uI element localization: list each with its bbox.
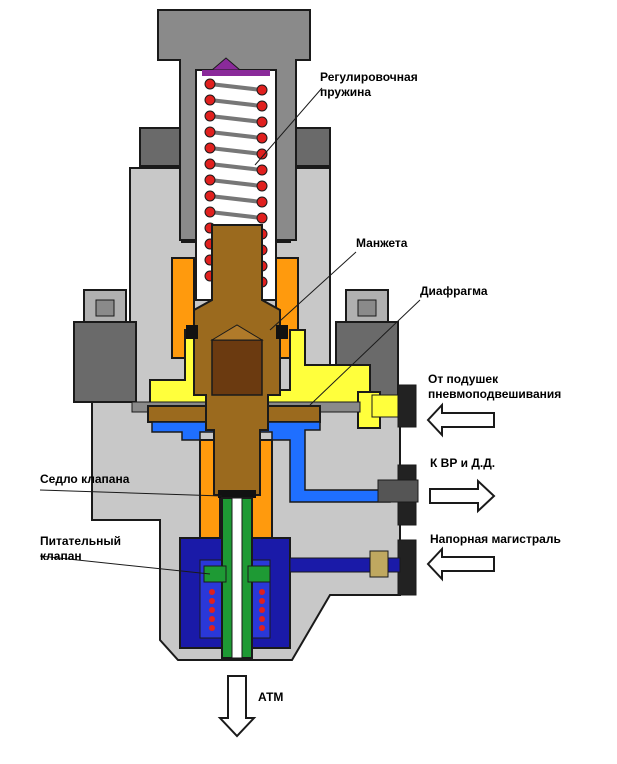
spring-coil-dot: [204, 158, 216, 170]
spring-coil: [209, 162, 263, 172]
feed-spring-dot: [209, 625, 215, 631]
spring-coil-dot: [256, 196, 268, 208]
arrows: [217, 402, 496, 738]
spring-coil: [209, 146, 263, 156]
spring-coil-dot: [204, 94, 216, 106]
arrow-atm: [217, 675, 257, 738]
label-to-vr: К ВР и Д.Д.: [430, 456, 496, 470]
spring-coil-dot: [256, 116, 268, 128]
spring-coil-dot: [256, 84, 268, 96]
arrow-in-cushions: [426, 402, 495, 438]
label-feed-valve: Питательный клапан: [40, 534, 121, 563]
feed-spring-dot: [209, 616, 215, 622]
spring-coil-dot: [204, 142, 216, 154]
feed-spring-dot: [259, 607, 265, 613]
port-fittings: [369, 394, 419, 578]
spring-coil-dot: [204, 126, 216, 138]
spring-coil-dot: [256, 164, 268, 176]
spring-coil: [209, 194, 263, 204]
label-pressure-line: Напорная магистраль: [430, 532, 561, 546]
spring-coil-dot: [256, 132, 268, 144]
label-cuff: Манжета: [356, 236, 408, 250]
arrow-in-pressure: [426, 546, 495, 582]
label-diaphragm: Диафрагма: [420, 284, 488, 298]
spring-coil-dot: [256, 212, 268, 224]
spring-coil-dot: [204, 110, 216, 122]
spring-coil-dot: [256, 148, 268, 160]
label-atm: АТМ: [258, 690, 284, 704]
valve-seat: [218, 490, 256, 498]
spring-coil: [209, 98, 263, 108]
label-from-cushions: От подушек пневмоподвешивания: [428, 372, 562, 401]
spring-coil: [209, 178, 263, 188]
spring-coil-dot: [256, 180, 268, 192]
label-valve-seat: Седло клапана: [40, 472, 130, 486]
spring-coil-dot: [204, 78, 216, 90]
feed-valve: [203, 497, 271, 659]
feed-spring-dot: [209, 607, 215, 613]
spring-coil-dot: [204, 174, 216, 186]
feed-valve-spring: [209, 589, 265, 631]
spring-coil: [209, 114, 263, 124]
spring-coil: [209, 130, 263, 140]
feed-spring-dot: [209, 589, 215, 595]
piston: [186, 224, 288, 496]
label-spring: Регулировочная пружина: [320, 70, 418, 99]
feed-spring-dot: [259, 616, 265, 622]
feed-spring-dot: [259, 625, 265, 631]
feed-spring-dot: [259, 589, 265, 595]
feed-spring-dot: [209, 598, 215, 604]
spring-coil-dot: [204, 190, 216, 202]
arrow-out-vr: [429, 478, 496, 514]
spring-coil: [209, 210, 263, 220]
feed-spring-dot: [259, 598, 265, 604]
spring-coil-dot: [204, 206, 216, 218]
spring-coil: [209, 82, 263, 92]
leader-lines: [39, 87, 421, 575]
spring-coil-dot: [256, 100, 268, 112]
